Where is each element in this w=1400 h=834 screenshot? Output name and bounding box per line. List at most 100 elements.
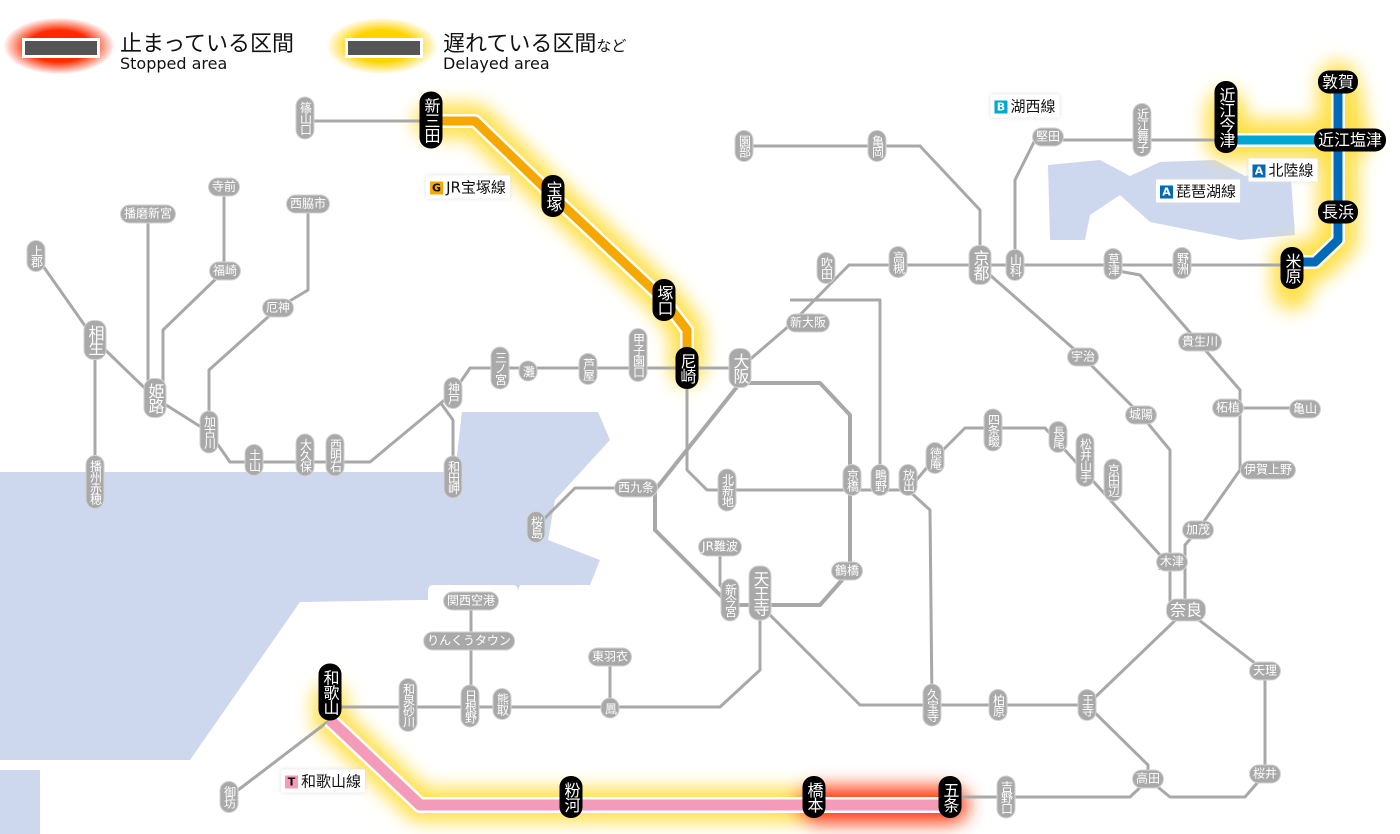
line-name: JR宝塚線 <box>446 178 506 197</box>
station-affected[interactable]: 近江塩津 <box>1313 128 1387 152</box>
station-affected[interactable]: 粉河 <box>559 776 583 818</box>
station-normal[interactable]: 山科 <box>1006 250 1024 280</box>
station-normal[interactable]: 鴫野 <box>871 465 889 495</box>
station-affected[interactable]: 橋本 <box>802 776 826 818</box>
station-normal[interactable]: 播磨新宮 <box>120 205 176 223</box>
station-normal[interactable]: 大久保 <box>296 434 314 476</box>
station-normal[interactable]: 御坊 <box>220 782 238 812</box>
station-normal[interactable]: りんくうタウン <box>424 632 514 650</box>
station-affected[interactable]: 長浜 <box>1317 200 1359 224</box>
line-badge-icon: T <box>284 775 298 789</box>
station-affected[interactable]: 宝塚 <box>541 175 565 217</box>
station-affected[interactable]: 五条 <box>938 776 962 818</box>
station-normal[interactable]: 寺前 <box>208 178 240 196</box>
station-normal[interactable]: 堅田 <box>1032 128 1064 146</box>
station-normal[interactable]: 天理 <box>1249 662 1281 680</box>
station-normal[interactable]: 京橋 <box>843 465 861 495</box>
station-normal[interactable]: 日根野 <box>461 685 479 727</box>
station-normal[interactable]: 園部 <box>735 131 753 161</box>
station-normal[interactable]: 加茂 <box>1182 521 1214 539</box>
station-normal[interactable]: 桜島 <box>527 512 545 542</box>
station-normal[interactable]: 城陽 <box>1125 406 1157 424</box>
line-name: 北陸線 <box>1268 161 1314 180</box>
station-normal[interactable]: 久宝寺 <box>923 684 941 726</box>
station-affected[interactable]: 塚口 <box>652 279 676 321</box>
station-normal[interactable]: 厄神 <box>262 299 294 317</box>
station-normal[interactable]: 近江舞子 <box>1133 104 1151 156</box>
station-normal[interactable]: 西脇市 <box>286 195 330 213</box>
station-normal[interactable]: 大阪 <box>729 349 751 387</box>
station-normal[interactable]: 柏原 <box>989 690 1007 720</box>
station-normal[interactable]: 野洲 <box>1173 248 1191 278</box>
line-badge-icon: B <box>994 100 1008 114</box>
station-normal[interactable]: 姫路 <box>144 379 166 417</box>
station-normal[interactable]: 福崎 <box>209 262 241 280</box>
station-normal[interactable]: 桜井 <box>1249 765 1281 783</box>
station-normal[interactable]: 熊取 <box>493 689 511 719</box>
station-normal[interactable]: 京田辺 <box>1104 459 1122 501</box>
station-affected[interactable]: 新三田 <box>419 91 443 149</box>
line-badge-icon: G <box>430 181 444 195</box>
station-normal[interactable]: 吉野口 <box>997 776 1015 818</box>
station-normal[interactable]: 上郡 <box>27 241 45 271</box>
station-normal[interactable]: 芦屋 <box>579 354 597 384</box>
station-normal[interactable]: 鳳 <box>601 698 619 718</box>
station-normal[interactable]: 播州赤穂 <box>86 456 104 508</box>
station-normal[interactable]: 北新地 <box>718 469 736 511</box>
station-normal[interactable]: 甲子園口 <box>629 329 647 381</box>
station-normal[interactable]: 四条畷 <box>984 409 1002 451</box>
station-normal[interactable]: 新今宮 <box>721 579 739 621</box>
station-normal[interactable]: JR難波 <box>699 538 741 556</box>
station-affected[interactable]: 敦賀 <box>1317 70 1359 94</box>
station-normal[interactable]: 長尾 <box>1049 422 1067 452</box>
station-normal[interactable]: 西明石 <box>326 434 344 476</box>
station-normal[interactable]: 亀岡 <box>868 131 886 161</box>
station-normal[interactable]: 京都 <box>969 246 991 284</box>
station-normal[interactable]: 柘植 <box>1212 399 1244 417</box>
station-normal[interactable]: 灘 <box>519 361 537 381</box>
station-normal[interactable]: 伊賀上野 <box>1240 461 1296 479</box>
station-normal[interactable]: 関西空港 <box>443 592 499 610</box>
station-normal[interactable]: 王寺 <box>1078 690 1096 720</box>
station-normal[interactable]: 東羽衣 <box>588 648 632 666</box>
station-normal[interactable]: 亀山 <box>1289 400 1321 418</box>
station-normal[interactable]: 篠山口 <box>296 97 314 139</box>
station-normal[interactable]: 加古川 <box>200 411 218 453</box>
station-normal[interactable]: 徳庵 <box>926 443 944 473</box>
station-normal[interactable]: 和田岬 <box>444 456 462 498</box>
station-normal[interactable]: 草津 <box>1104 249 1122 279</box>
station-affected[interactable]: 和歌山 <box>318 663 342 721</box>
station-normal[interactable]: 三ノ宮 <box>491 347 509 389</box>
legend-delayed-suffix: など <box>596 37 627 55</box>
legend-swatch-delayed <box>345 38 423 58</box>
station-normal[interactable]: 木津 <box>1156 553 1188 571</box>
station-normal[interactable]: 和泉砂川 <box>399 679 417 731</box>
legend-stopped-ja: 止まっている区間 <box>120 32 295 57</box>
station-normal[interactable]: 高槻 <box>889 247 907 277</box>
station-normal[interactable]: 吹田 <box>817 253 835 283</box>
station-normal[interactable]: 土山 <box>245 445 263 475</box>
legend-delayed-ja-text: 遅れている区間 <box>443 32 597 57</box>
station-normal[interactable]: 奈良 <box>1166 599 1206 621</box>
station-normal[interactable]: 放出 <box>899 465 917 495</box>
station-normal[interactable]: 貴生川 <box>1178 333 1222 351</box>
station-normal[interactable]: 高田 <box>1132 770 1164 788</box>
station-affected[interactable]: 米原 <box>1280 247 1304 289</box>
station-normal[interactable]: 神戸 <box>444 378 462 408</box>
station-normal[interactable]: 宇治 <box>1067 348 1099 366</box>
legend-delayed-ja: 遅れている区間など <box>443 26 626 58</box>
legend-swatch-stopped <box>22 38 100 58</box>
station-normal[interactable]: 相生 <box>84 321 106 359</box>
station-normal[interactable]: 松井山手 <box>1076 434 1094 486</box>
station-normal[interactable]: 天王寺 <box>749 566 771 620</box>
station-normal[interactable]: 新大阪 <box>786 314 830 332</box>
station-affected[interactable]: 近江今津 <box>1214 81 1238 153</box>
station-normal[interactable]: 西九条 <box>614 479 658 497</box>
station-affected[interactable]: 尼崎 <box>675 347 699 389</box>
station-normal[interactable]: 鶴橋 <box>831 562 863 580</box>
